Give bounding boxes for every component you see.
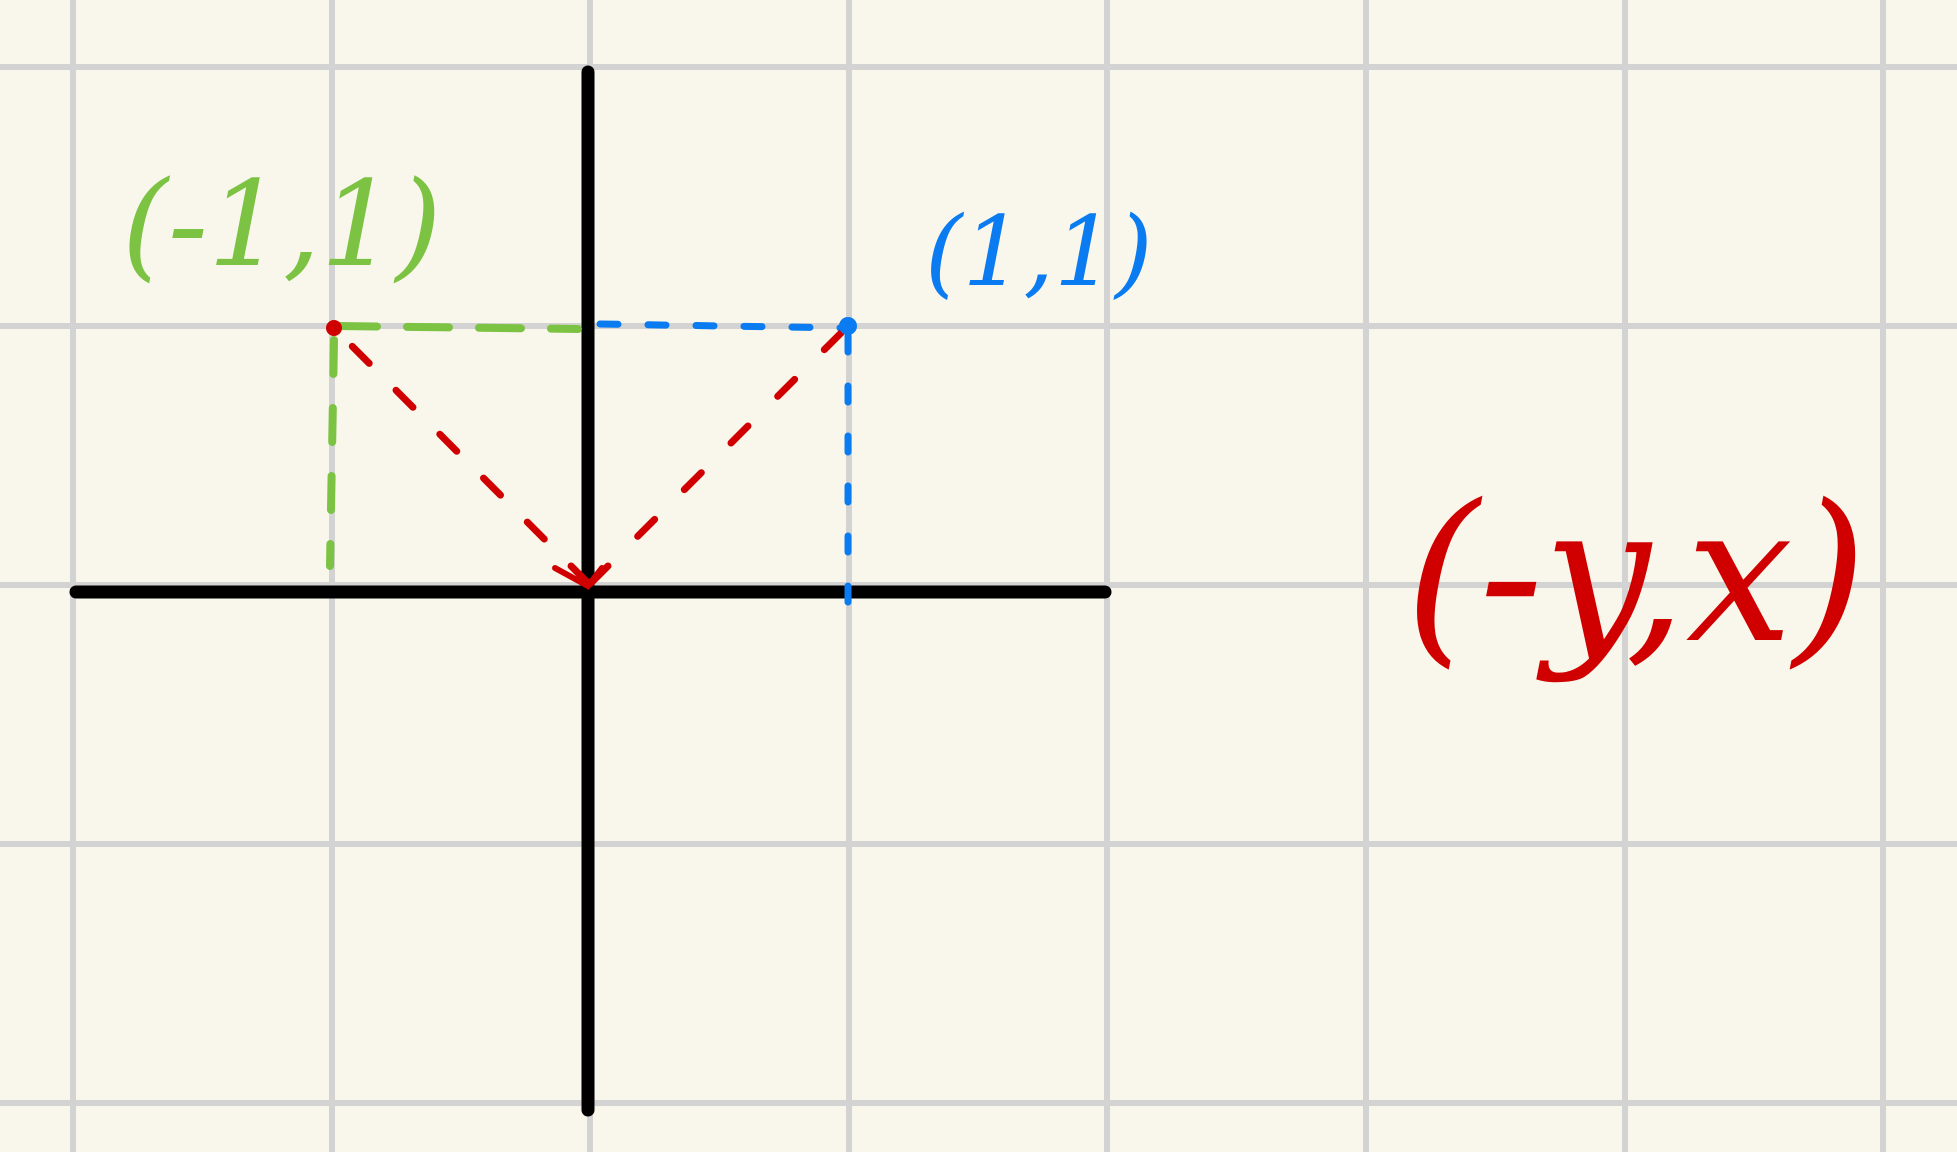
point-2-label: (-1,1) — [122, 155, 442, 293]
green-dashed-vertical — [326, 336, 338, 570]
point-1-label: (1,1) — [925, 196, 1153, 308]
red-dashed-line-to-point-2 — [329, 323, 592, 587]
red-dashed-line-to-point-1 — [587, 324, 850, 587]
green-dashed-horizontal — [331, 322, 582, 333]
blue-dashed-horizontal — [596, 320, 852, 332]
red-arrowhead-icon — [552, 565, 605, 590]
point-2-marker — [326, 320, 342, 336]
point-1-marker — [839, 317, 857, 335]
rotation-rule-label: (-y,x) — [1405, 464, 1867, 685]
